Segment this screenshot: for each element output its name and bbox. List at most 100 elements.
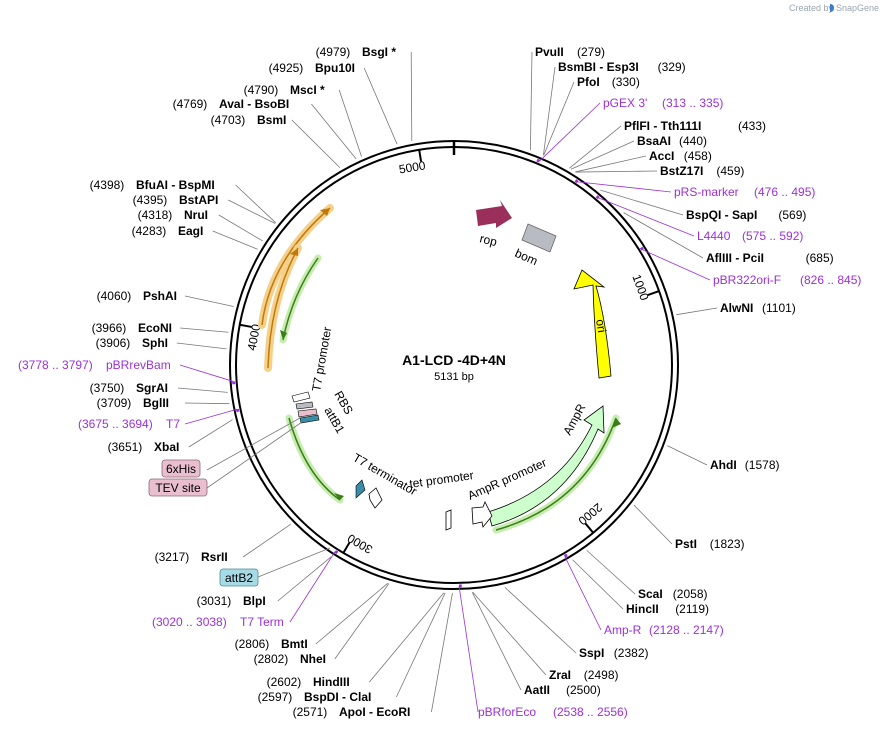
credit-prefix: Created by — [789, 3, 834, 13]
enzyme-bpu10i[interactable]: (4925)Bpu10I — [269, 61, 398, 145]
enzyme-scai[interactable]: (2058)ScaI — [586, 550, 708, 601]
enzyme-nrui[interactable]: (4318)NruI — [138, 208, 263, 242]
enzyme-name: BstZ17I — [660, 164, 703, 178]
rop-feature[interactable] — [476, 200, 512, 228]
primer-pbrrevbam[interactable]: pBRrevBam(3778 .. 3797) — [18, 358, 236, 385]
enzyme-xbai[interactable]: (3651)XbaI — [108, 419, 233, 454]
enzyme-blpi[interactable]: (3031)BlpI — [197, 556, 332, 608]
enzyme-leader — [369, 592, 445, 683]
primer-pgex-3[interactable]: pGEX 3'(313 .. 335) — [536, 96, 723, 163]
enzyme-sspi[interactable]: (2382)SspI — [504, 586, 649, 660]
tev-site-badge[interactable]: TEV site — [148, 478, 208, 497]
enzyme-sgrai[interactable]: (3750)SgrAI — [90, 381, 228, 395]
enzyme-name: BspQI - SapI — [686, 208, 757, 222]
enzyme-ahdi[interactable]: (1578)AhdI — [667, 445, 779, 472]
enzyme-afliii-pcii[interactable]: (685)AflIII - PciI — [623, 212, 834, 265]
his-tag-badge[interactable]: 6xHis — [161, 459, 201, 478]
his-leader — [206, 417, 301, 471]
enzyme-leader — [184, 402, 230, 405]
bom-feature[interactable] — [521, 223, 557, 253]
enzyme-bsgi[interactable]: (4979)BsgI * — [316, 45, 413, 141]
enzyme-bsmi[interactable]: (4703)BsmI — [211, 113, 341, 168]
primer-t7[interactable]: T7(3675 .. 3694) — [78, 408, 240, 431]
enzyme-bmti[interactable]: (2806)BmtI — [235, 582, 389, 651]
rop-label: rop — [478, 231, 499, 249]
enzyme-name: ApoI - EcoRI — [339, 705, 410, 719]
enzyme-name: AhdI — [710, 458, 737, 472]
enzyme-bsmbi-esp3i[interactable]: (329)BsmBI - Esp3I — [542, 60, 686, 156]
green-inner-arrowhead — [280, 330, 287, 340]
enzyme-position: (3031) — [197, 594, 232, 608]
enzyme-acci[interactable]: (458)AccI — [575, 149, 712, 173]
enzyme-name: EcoNI — [138, 321, 172, 335]
enzyme-bsaai[interactable]: (440)BsaAI — [570, 134, 707, 170]
enzyme-eagi[interactable]: (4283)EagI — [132, 224, 258, 250]
attb2-text: attB2 — [225, 571, 253, 585]
tick-mark-5000 — [418, 149, 423, 162]
ori-feature[interactable] — [573, 269, 612, 379]
primer-pbr322ori-f[interactable]: pBR322ori-F(826 .. 845) — [639, 246, 861, 287]
enzyme-alwni[interactable]: (1101)AlwNI — [676, 301, 796, 316]
ori-label: ori — [593, 318, 609, 334]
enzyme-leader — [676, 307, 718, 316]
enzyme-position: (279) — [577, 45, 605, 59]
enzyme-leader — [277, 556, 332, 602]
primer-amp-r[interactable]: Amp-R(2128 .. 2147) — [563, 553, 724, 637]
primer-l4440[interactable]: L4440(575 .. 592) — [595, 195, 804, 243]
t7-terminator-feature[interactable] — [368, 487, 383, 509]
ampr-green-arc[interactable] — [495, 417, 617, 531]
enzyme-psti[interactable]: (1823)PstI — [633, 504, 745, 551]
enzyme-pflfi-tth111i[interactable]: (433)PflFI - Tth111I — [569, 119, 766, 169]
enzyme-econi[interactable]: (3966)EcoNI — [92, 321, 229, 335]
enzyme-hindiii[interactable]: (2602)HindIII — [267, 592, 445, 689]
lower-green-arc[interactable] — [288, 417, 341, 501]
enzyme-nhei[interactable]: (2802)NheI — [254, 583, 390, 666]
primer-range: (3675 .. 3694) — [78, 417, 153, 431]
enzyme-rsrii[interactable]: (3217)RsrII — [155, 523, 292, 564]
ampr-promoter-feature[interactable] — [471, 501, 493, 528]
ampr-feature[interactable] — [487, 405, 605, 527]
enzyme-position: (2571) — [293, 705, 328, 719]
primer-pbrforeco[interactable]: pBRforEco(2538 .. 2556) — [458, 584, 628, 719]
enzyme-leader — [212, 230, 258, 250]
enzyme-bspdi-clai[interactable]: (2597)BspDI - ClaI — [258, 592, 446, 704]
enzyme-bstapi[interactable]: (4395)BstAPI — [133, 193, 276, 224]
attb2-leader — [257, 547, 331, 578]
enzyme-hincii[interactable]: (2119)HincII — [572, 559, 709, 616]
enzyme-zrai[interactable]: (2498)ZraI — [472, 591, 619, 682]
attb2-badge[interactable]: attB2 — [219, 568, 259, 587]
enzyme-bstz17i[interactable]: (459)BstZ17I — [575, 164, 745, 178]
orange-outer-arc[interactable] — [261, 207, 331, 326]
enzyme-aatii[interactable]: (2500)AatII — [471, 592, 601, 697]
primer-leader — [539, 102, 601, 162]
primer-site-mark — [639, 246, 644, 251]
enzyme-pfoi[interactable]: (330)PfoI — [543, 75, 640, 156]
his-feature[interactable] — [297, 408, 318, 418]
tet-promoter-feature[interactable] — [445, 509, 452, 531]
enzyme-pshai[interactable]: (4060)PshAI — [97, 289, 234, 307]
enzyme-layer: (279)PvuII(329)BsmBI - Esp3I(330)PfoI(43… — [90, 45, 834, 719]
green-inner-arc[interactable] — [282, 257, 319, 341]
enzyme-avai-bsobi[interactable]: (4769)AvaI - BsoBI — [173, 97, 357, 160]
enzyme-apoi-ecori[interactable]: (2571) ApoI - EcoRI — [293, 592, 453, 719]
rbs-feature[interactable] — [295, 401, 314, 410]
enzyme-msci[interactable]: (4790)MscI * — [244, 83, 362, 157]
primer-t7-term[interactable]: T7 Term(3020 .. 3038) — [152, 550, 339, 629]
enzyme-name: RsrII — [201, 550, 228, 564]
primer-prs-marker[interactable]: pRS-marker(476 .. 495) — [574, 179, 815, 199]
orange-inner-arc[interactable] — [267, 247, 299, 369]
enzyme-name: ScaI — [638, 587, 663, 601]
enzyme-leader — [504, 586, 577, 654]
attb1-feature[interactable] — [299, 414, 320, 424]
enzyme-bspqi-sapi[interactable]: (569)BspQI - SapI — [600, 189, 806, 222]
t7-promoter-feature[interactable] — [291, 391, 311, 403]
enzyme-bglii[interactable]: (3709)BglII — [97, 396, 230, 410]
enzyme-name: BmtI — [281, 637, 308, 651]
primer-name: T7 Term — [240, 615, 284, 629]
enzyme-sphi[interactable]: (3906)SphI — [96, 336, 227, 350]
enzyme-leader — [472, 591, 547, 676]
t7-promoter-label: T7 promoter — [309, 326, 334, 393]
t7-term-blue-feature[interactable] — [355, 479, 366, 499]
enzyme-pvuii[interactable]: (279)PvuII — [529, 45, 605, 151]
enzyme-bfuai-bspmi[interactable]: (4398)BfuAI - BspMI — [90, 178, 277, 224]
